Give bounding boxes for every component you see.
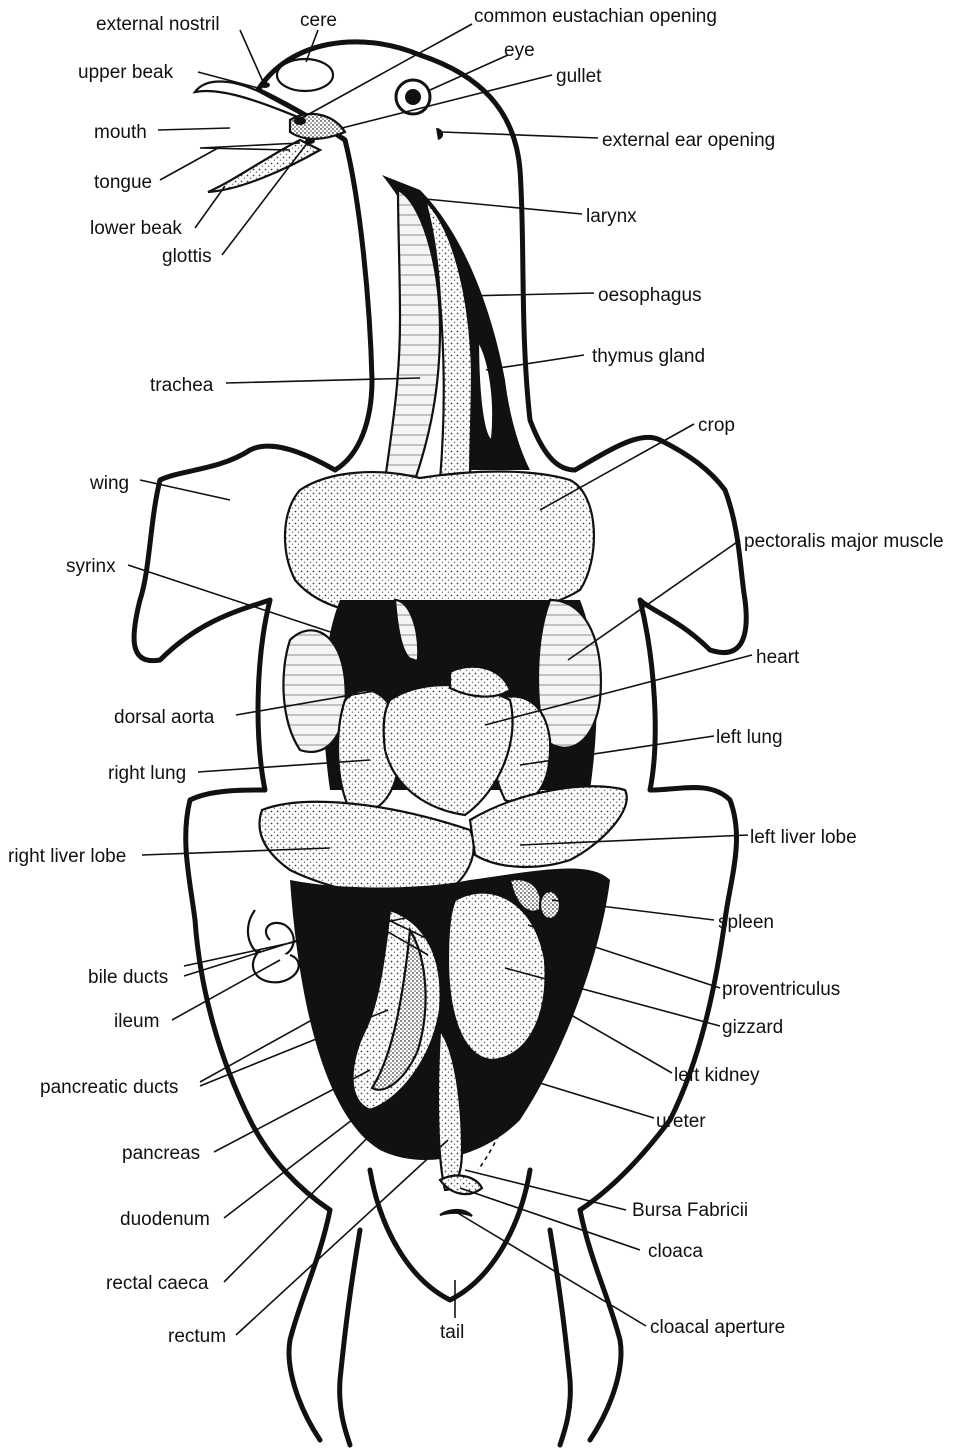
label-oesophagus: oesophagus [598,285,702,306]
label-right-liver-lobe: right liver lobe [8,846,126,867]
label-left-liver-lobe: left liver lobe [750,827,857,848]
label-ureter: ureter [656,1111,706,1132]
label-gizzard: gizzard [722,1017,783,1038]
label-left-kidney: left kidney [674,1065,760,1086]
label-cere: cere [300,10,337,31]
label-bile-ducts: bile ducts [88,967,168,988]
label-right-lung: right lung [108,763,186,784]
label-external-nostril: external nostril [96,14,220,35]
label-ileum: ileum [114,1011,159,1032]
label-crop: crop [698,415,735,436]
label-eye: eye [504,40,535,61]
label-gullet: gullet [556,66,602,87]
label-pancreas: pancreas [122,1143,200,1164]
label-heart: heart [756,647,800,668]
label-mouth: mouth [94,122,147,143]
label-spleen: spleen [718,912,774,933]
label-rectal-caeca: rectal caeca [106,1273,209,1294]
abdomen-organs [248,868,610,1216]
label-lower-beak: lower beak [90,218,182,239]
label-pancreatic-ducts: pancreatic ducts [40,1077,178,1098]
label-proventriculus: proventriculus [722,979,840,1000]
neck-organs [382,175,530,480]
label-dorsal-aorta: dorsal aorta [114,707,215,728]
label-glottis: glottis [162,246,212,267]
label-tongue: tongue [94,172,152,193]
crop-organ [285,472,594,616]
label-pectoralis-major-muscle: pectoralis major muscle [744,531,944,552]
label-duodenum: duodenum [120,1209,210,1230]
label-wing: wing [89,473,129,494]
label-external-ear-opening: external ear opening [602,130,775,151]
label-larynx: larynx [586,206,637,227]
label-syrinx: syrinx [66,556,116,577]
label-bursa-fabricii: Bursa Fabricii [632,1200,748,1221]
head-details [195,59,443,192]
label-tail: tail [440,1322,464,1343]
label-cloaca: cloaca [648,1241,703,1262]
label-thymus-gland: thymus gland [592,346,705,367]
label-common-eustachian-opening: common eustachian opening [474,6,717,27]
label-cloacal-aperture: cloacal aperture [650,1317,785,1338]
label-upper-beak: upper beak [78,62,174,83]
label-rectum: rectum [168,1326,226,1347]
label-trachea: trachea [150,375,214,396]
label-left-lung: left lung [716,727,783,748]
